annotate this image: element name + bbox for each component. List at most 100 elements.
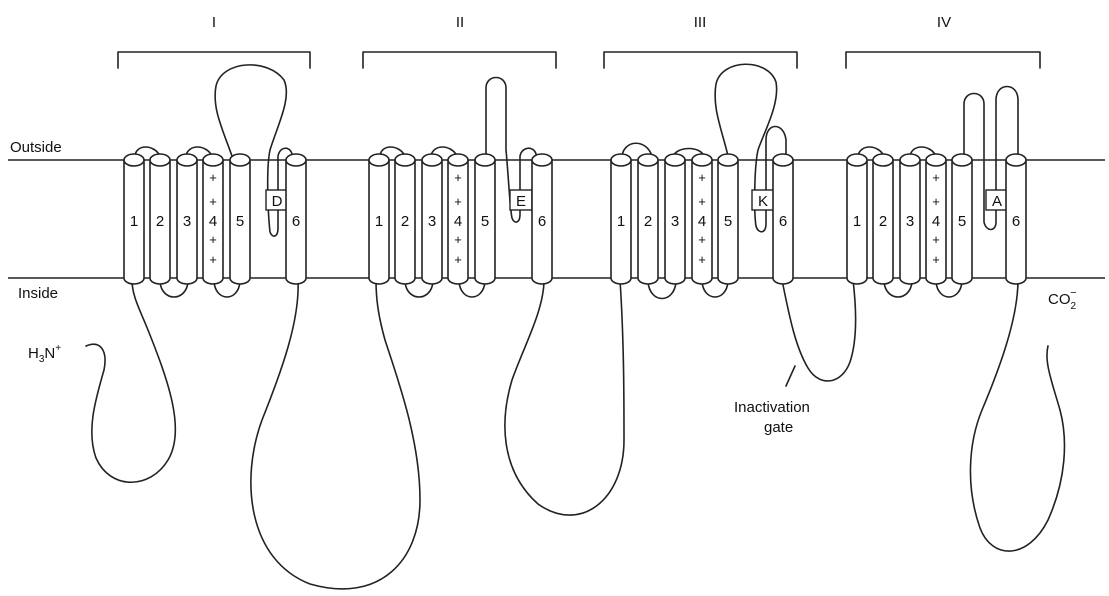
segment-label: 2 [879,213,887,230]
segment-label: 5 [958,213,966,230]
n-terminus-chain [86,280,175,482]
segment-label: 6 [292,213,300,230]
positive-charge-mark: + [454,252,462,267]
helix-cap [532,154,552,166]
helix-cap [422,154,442,166]
helix-cap [773,154,793,166]
positive-charge-mark: + [932,232,940,247]
positive-charge-mark: + [698,170,706,185]
positive-charge-mark: + [209,232,217,247]
helix-cap [926,154,946,166]
helix-cap [395,154,415,166]
helix-cap [203,154,223,166]
inside-label: Inside [18,285,58,302]
helix-IV-s3: 3 [900,154,920,284]
helix-II-s6: 6 [532,154,552,284]
helix-cap [177,154,197,166]
helix-I-s4: 4 + + + + [203,154,223,284]
helix-cap [286,154,306,166]
pore-residue-III: K [758,193,768,210]
helix-III-s6: 6 [773,154,793,284]
positive-charge-mark: + [454,194,462,209]
segment-label: 3 [428,213,436,230]
c-terminus-label: CO2− [1048,287,1077,312]
segment-label: 5 [481,213,489,230]
segment-label: 2 [156,213,164,230]
helix-I-s2: 2 [150,154,170,284]
segment-label: 4 [932,213,940,230]
helix-IV-s2: 2 [873,154,893,284]
segment-label: 4 [209,213,217,230]
helix-cap [124,154,144,166]
helix-IV-s1: 1 [847,154,867,284]
helix-cap [952,154,972,166]
helix-cap [638,154,658,166]
domain-II-numeral: II [456,14,464,31]
c-terminus-chain [970,280,1064,551]
helix-cap [230,154,250,166]
outside-label: Outside [10,139,62,156]
domain-III-bracket [604,52,797,68]
inactivation-gate-label-line1: Inactivation [734,399,810,416]
segment-label: 1 [375,213,383,230]
positive-charge-mark: + [932,170,940,185]
segment-label: 5 [724,213,732,230]
positive-charge-mark: + [932,252,940,267]
helix-III-s5: 5 [718,154,738,284]
helix-cap [900,154,920,166]
helix-cap [611,154,631,166]
helix-cap [369,154,389,166]
pore-residue-I: D [272,193,283,210]
inactivation-gate-label-line2: gate [764,419,793,436]
segment-label: 2 [401,213,409,230]
helix-III-s4: 4++++ [692,154,712,284]
helix-cap [1006,154,1026,166]
segment-label: 5 [236,213,244,230]
helix-II-s5: 5 [475,154,495,284]
segment-label: 4 [454,213,462,230]
pore-residue-IV: A [992,193,1002,210]
positive-charge-mark: + [209,170,217,185]
inactivation-gate-loop [782,280,856,381]
positive-charge-mark: + [454,232,462,247]
helix-III-s1: 1 [611,154,631,284]
loop-domain-I-II [251,280,420,589]
segment-label: 4 [698,213,706,230]
segment-label: 3 [906,213,914,230]
helix-I-s5: 5 [230,154,250,284]
helix-II-s4: 4++++ [448,154,468,284]
domain-II-bracket [363,52,556,68]
helix-III-s2: 2 [638,154,658,284]
segment-label: 2 [644,213,652,230]
helix-II-s2: 2 [395,154,415,284]
helix-IV-s4: 4 + + + + [926,154,946,284]
inactivation-gate-pointer [786,366,795,386]
helix-cap [448,154,468,166]
helix-I-s6: 6 [286,154,306,284]
helix-II-s1: 1 [369,154,389,284]
segment-label: 1 [617,213,625,230]
helix-cap [873,154,893,166]
helix-III-s3: 3 [665,154,685,284]
domain-I-numeral: I [212,14,216,31]
helix-IV-s5: 5 [952,154,972,284]
helix-I-s3: 3 [177,154,197,284]
segment-label: 1 [853,213,861,230]
domain-I-bracket [118,52,310,68]
helix-cap [692,154,712,166]
positive-charge-mark: + [932,194,940,209]
helix-II-s3: 3 [422,154,442,284]
segment-label: 3 [183,213,191,230]
helix-cap [150,154,170,166]
helix-cap [718,154,738,166]
positive-charge-mark: + [209,194,217,209]
positive-charge-mark: + [209,252,217,267]
n-terminus-label: H3N+ [28,343,61,365]
helix-cap [475,154,495,166]
segment-label: 1 [130,213,138,230]
segment-label: 6 [779,213,787,230]
segment-label: 6 [1012,213,1020,230]
positive-charge-mark: + [698,194,706,209]
